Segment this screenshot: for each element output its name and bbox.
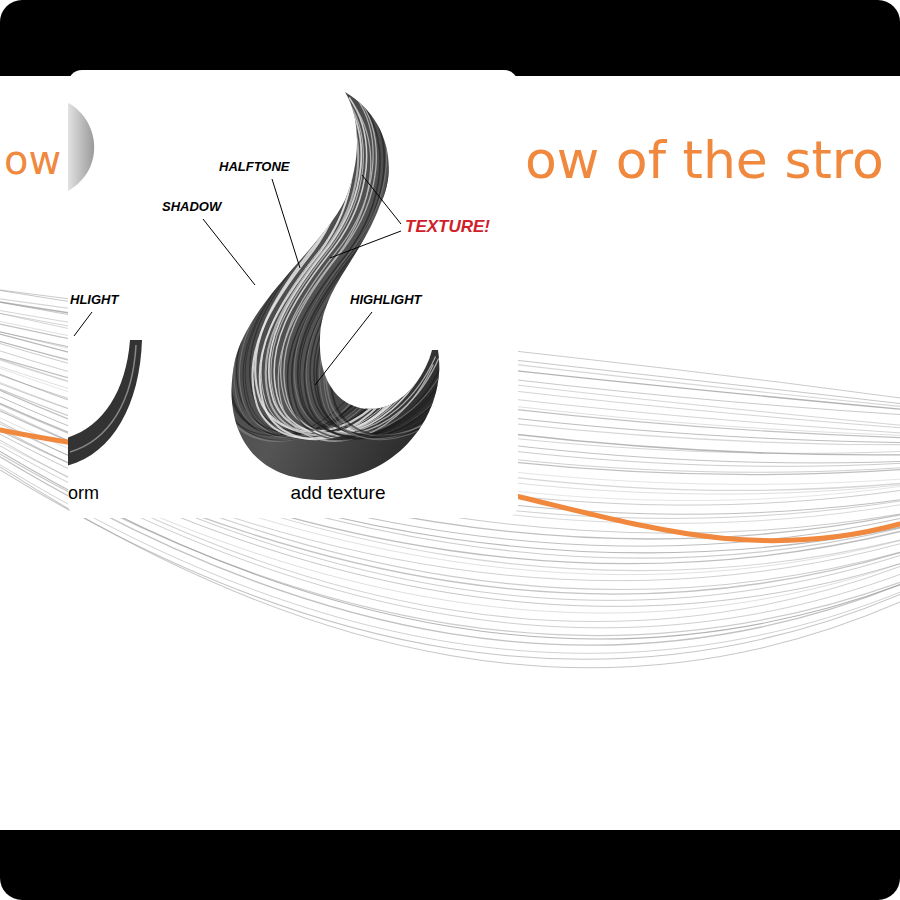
step-caption: add texture (290, 483, 385, 504)
hair-strand (324, 103, 479, 440)
hair-fragment-texture (70, 345, 136, 452)
hair-strand (314, 98, 469, 435)
leader-line (315, 312, 372, 385)
hair-strand (245, 100, 400, 437)
hair-lock-shape (232, 92, 440, 480)
leader-line (330, 231, 401, 258)
hair-strand (306, 100, 461, 437)
hair-lock (218, 92, 486, 480)
hair-strand (300, 100, 455, 437)
hair-strand (271, 97, 426, 434)
leader-line (74, 312, 92, 336)
leader-line (203, 219, 255, 285)
tutorial-card (68, 70, 518, 518)
hair-strand (310, 98, 465, 435)
hair-fragment (68, 340, 142, 466)
hair-strand (298, 99, 453, 436)
hair-strand (287, 103, 442, 440)
part-label: HLIGHT (70, 293, 118, 307)
part-label: HIGHLIGHT (350, 293, 422, 307)
step-caption: orm (68, 484, 99, 504)
hair-texture (218, 95, 486, 441)
part-label: SHADOW (162, 200, 221, 214)
side-card-fragment (68, 100, 142, 466)
leader-line (272, 179, 300, 268)
emphasis-label: TEXTURE! (405, 218, 490, 237)
leader-line (362, 175, 401, 224)
hair-strand (316, 100, 471, 437)
hair-strand (320, 102, 475, 439)
hair-strand (326, 99, 481, 436)
sphere-fragment (68, 100, 94, 192)
part-label: HALFTONE (219, 160, 290, 174)
heading-fragment: ow of the stro (525, 132, 884, 189)
hair-strand (220, 104, 375, 441)
heading-fragment: ow (4, 138, 61, 182)
leader-lines (203, 175, 401, 385)
hair-strand (330, 99, 485, 436)
